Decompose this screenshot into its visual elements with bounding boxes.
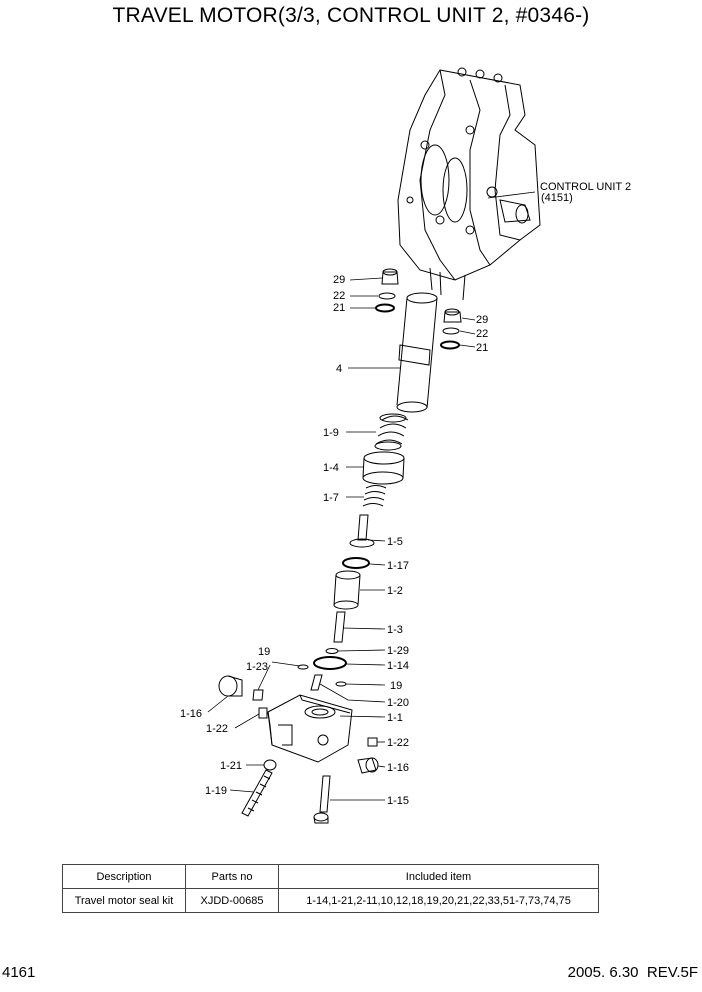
callout-22-left: 22 [333,290,345,302]
callout-1-7: 1-7 [323,492,339,504]
left-seal-parts [375,268,399,313]
callout-1-29: 1-29 [387,645,409,657]
callout-1-17: 1-17 [387,560,409,572]
part-1-7-spring [362,485,387,507]
callout-1-4: 1-4 [323,462,339,474]
callout-1-5: 1-5 [387,536,403,548]
callout-21-left: 21 [333,302,345,314]
callout-1-22-left: 1-22 [206,723,228,735]
table-cell: XJDD-00685 [185,888,279,913]
callout-22-right: 22 [476,328,488,340]
callout-1-21: 1-21 [220,760,242,772]
column-header: Included item [278,864,599,889]
callout-19-right: 19 [390,680,402,692]
seal-kit-table: Description Parts no Included item Trave… [62,864,599,913]
exploded-parts-diagram: CONTROL UNIT 2 (4151) 29 22 21 29 22 21 … [180,67,631,824]
part-1-1-body [267,694,353,763]
part-1-14-oring [313,656,347,670]
part-1-5-pin [349,514,375,548]
part-1-16-plug-right [357,757,379,774]
right-seal-parts [440,308,462,350]
part-1-15-bolt [313,775,331,824]
part-19-ring-left [297,664,309,670]
column-header: Description [62,864,186,889]
leader-lines [207,191,536,801]
callout-1-22-right: 1-22 [387,737,409,749]
date-revision: 2005. 6.30 REV.5F [567,964,698,981]
callout-1-23: 1-23 [246,661,268,673]
part-1-3-spool [333,611,346,643]
part-1-22-plug-left [258,707,268,719]
callout-1-9: 1-9 [323,427,339,439]
column-header: Parts no [185,864,279,889]
table-header-row: Description Parts no Included item [62,864,599,889]
control-unit-label: CONTROL UNIT 2 [540,181,631,193]
callout-1-1: 1-1 [387,712,403,724]
table-cell: Travel motor seal kit [62,888,186,913]
callout-1-3: 1-3 [387,624,403,636]
page-title: TRAVEL MOTOR(3/3, CONTROL UNIT 2, #0346-… [112,4,590,27]
control-unit-ref: (4151) [541,192,573,204]
part-1-21-plug [263,759,277,771]
part-1-22-plug-right [367,737,378,747]
part-1-20-pin [310,674,323,691]
part-1-9-spring [374,413,409,451]
callout-1-19: 1-19 [205,785,227,797]
part-1-2-sleeve [333,570,361,610]
part-1-19-screw [241,769,273,817]
callout-29-left: 29 [333,274,345,286]
part-1-17-oring [342,557,370,569]
callout-4: 4 [336,363,342,375]
part-1-23-plug [252,689,264,701]
callout-29-right: 29 [476,314,488,326]
callout-19-left: 19 [258,646,270,658]
part-1-29-ring [325,648,339,654]
callout-1-20: 1-20 [387,697,409,709]
table-cell: 1-14,1-21,2-11,10,12,18,19,20,21,22,33,5… [278,888,599,913]
page-number: 4161 [2,964,36,981]
table-row: Travel motor seal kit XJDD-00685 1-14,1-… [62,888,599,913]
part-19-ring-right [335,681,347,687]
part-4-cylinder [396,292,438,413]
part-1-16-plug-left [218,675,243,697]
callout-1-2: 1-2 [387,585,403,597]
motor-housing-drawing [397,67,541,301]
callout-1-16-left: 1-16 [180,708,202,720]
callout-1-14: 1-14 [387,660,409,672]
callout-1-16-right: 1-16 [387,762,409,774]
callout-21-right: 21 [476,342,488,354]
part-1-4-ring [362,451,405,485]
callout-1-15: 1-15 [387,795,409,807]
